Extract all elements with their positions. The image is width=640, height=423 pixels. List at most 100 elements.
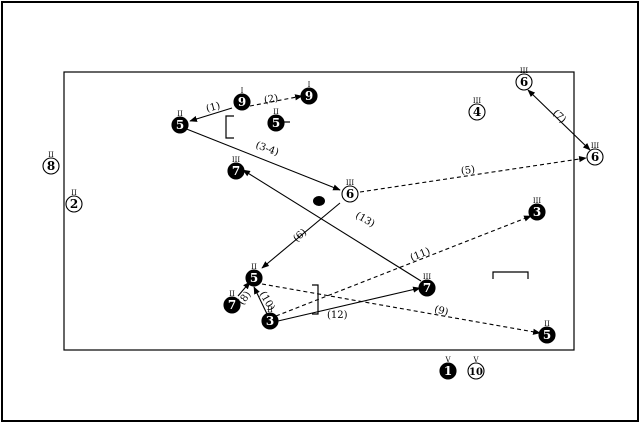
player-number: 5 — [272, 116, 280, 130]
step-labels: (1) (2) (3-4) (5) (6) (7) (8) (9) (10) (… — [205, 93, 568, 321]
player-number: 6 — [520, 75, 528, 89]
player-role-mark: II — [229, 290, 235, 298]
player-role-mark: II — [267, 306, 273, 314]
player-role-mark: II — [544, 320, 550, 328]
player-5: II5 — [245, 263, 263, 287]
player-token — [528, 203, 546, 221]
player-number: 10 — [469, 367, 483, 378]
player-number: 7 — [232, 164, 240, 178]
player-token — [300, 87, 318, 105]
player-5: II5 — [538, 320, 556, 344]
step-label-13: (13) — [353, 210, 376, 230]
player-number: 8 — [47, 159, 55, 173]
player-10: V 10 — [467, 356, 485, 380]
player-token — [171, 116, 189, 134]
player-role-mark: II — [71, 189, 77, 197]
player-token — [245, 269, 263, 287]
player-role-mark: III — [346, 179, 355, 187]
screen-bracket-bottom — [312, 284, 319, 315]
player-role-mark: II — [177, 110, 183, 118]
player-role-mark: III — [520, 67, 529, 75]
player-role-mark: III — [232, 156, 241, 164]
court-boundary — [63, 71, 575, 351]
step-label-11: (11) — [409, 246, 432, 264]
player-token — [538, 326, 556, 344]
player-role-mark: I — [241, 87, 244, 95]
player-9: I9 — [233, 87, 251, 111]
player-number: 5 — [176, 118, 184, 132]
player-number: 9 — [238, 95, 246, 109]
player-2: II2 — [65, 189, 83, 213]
player-role-mark: III — [423, 273, 432, 281]
ball — [313, 196, 325, 206]
player-role-mark: II — [273, 108, 279, 116]
player-role-mark: III — [591, 142, 600, 150]
step-label-2: (2) — [263, 93, 279, 106]
player-token — [467, 362, 485, 380]
player-role-mark: II — [48, 151, 54, 159]
step-label-1: (1) — [205, 101, 222, 115]
player-role-mark: V — [472, 356, 479, 364]
step-label-12: (12) — [327, 310, 348, 321]
step-label-9: (9) — [433, 304, 450, 318]
pass-line-5 — [359, 155, 587, 193]
player-number: 2 — [70, 197, 78, 211]
player-role-mark: III — [533, 197, 542, 205]
player-token — [515, 73, 533, 91]
player-token — [65, 195, 83, 213]
player-9: I9 — [300, 81, 318, 105]
player-number: 6 — [346, 187, 354, 201]
player-role-mark: III — [473, 97, 482, 105]
player-number: 5 — [543, 328, 551, 342]
movement-lines — [183, 89, 591, 335]
pass-line-11 — [275, 215, 532, 317]
player-role-mark: I — [308, 81, 311, 89]
player-token — [439, 362, 457, 380]
player-role-mark: V — [444, 356, 451, 364]
move-line-10 — [253, 286, 269, 317]
move-line-8 — [237, 281, 251, 297]
step-label-7: (7) — [550, 108, 568, 126]
player-token — [233, 93, 251, 111]
move-line-3-4 — [183, 127, 341, 191]
player-number: 4 — [473, 105, 481, 119]
move-line-13 — [242, 169, 422, 282]
player-number: 1 — [444, 364, 452, 378]
player-5: II5 — [171, 110, 189, 134]
player-7: II7 — [223, 290, 241, 314]
player-token — [468, 103, 486, 121]
player-5: II5 — [267, 108, 285, 132]
move-line-7 — [527, 89, 591, 151]
player-number: 9 — [305, 89, 313, 103]
player-number: 5 — [250, 271, 258, 285]
screen-bracket-right — [492, 271, 529, 279]
player-token — [586, 148, 604, 166]
step-label-3-4: (3-4) — [254, 140, 280, 159]
screen-bracket-top — [225, 115, 234, 139]
player-token — [223, 296, 241, 314]
player-number: 7 — [423, 281, 431, 295]
player-number: 7 — [228, 298, 236, 312]
player-number: 6 — [591, 150, 599, 164]
pass-line-2 — [249, 94, 303, 107]
player-token — [42, 157, 60, 175]
player-role-mark: II — [251, 263, 257, 271]
move-line-12 — [277, 286, 421, 322]
step-label-5: (5) — [460, 164, 476, 177]
player-1: V1 — [439, 356, 457, 380]
player-token — [267, 114, 285, 132]
player-token — [418, 279, 436, 297]
player-3: II3 — [261, 306, 279, 330]
pass-line-9 — [261, 283, 541, 335]
player-8: II8 — [42, 151, 60, 175]
player-token — [227, 162, 245, 180]
